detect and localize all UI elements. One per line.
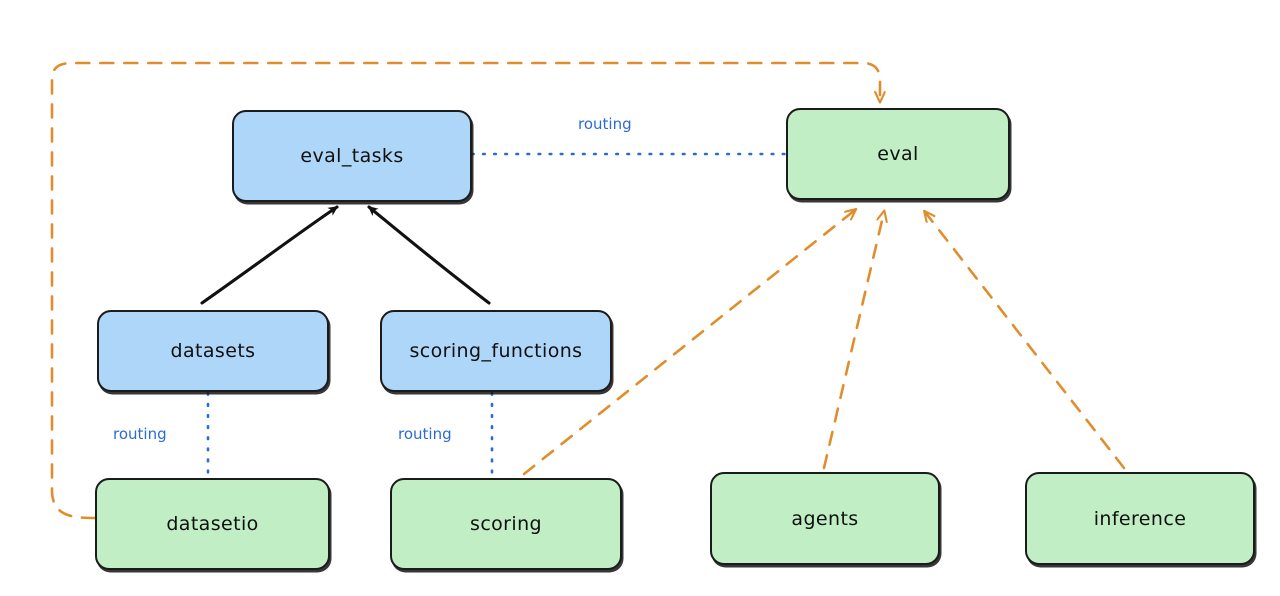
node-label-agents: agents xyxy=(791,507,859,530)
node-label-datasetio: datasetio xyxy=(166,513,259,535)
edge-label-routing-eval-tasks: routing xyxy=(578,115,632,133)
edge-inference-eval xyxy=(925,212,1126,470)
edge-scoring-functions-eval-tasks xyxy=(367,205,491,305)
node-label-scoring-functions: scoring_functions xyxy=(409,340,583,362)
node-label-scoring: scoring xyxy=(470,513,542,535)
node-datasets[interactable]: datasets xyxy=(97,310,329,392)
edge-datasets-eval-tasks xyxy=(200,205,339,305)
node-label-datasets: datasets xyxy=(170,340,256,362)
node-inference[interactable]: inference xyxy=(1025,472,1255,565)
edge-label-routing-datasets: routing xyxy=(113,425,167,443)
node-label-inference: inference xyxy=(1093,507,1187,530)
node-scoring-functions[interactable]: scoring_functions xyxy=(380,310,612,392)
edge-label-routing-scoring-functions: routing xyxy=(398,425,452,443)
node-datasetio[interactable]: datasetio xyxy=(95,478,330,570)
edge-agents-eval xyxy=(822,212,884,470)
node-label-eval-tasks: eval_tasks xyxy=(300,145,404,167)
node-agents[interactable]: agents xyxy=(710,472,940,565)
node-label-eval: eval xyxy=(877,143,919,165)
edge-datasetio-eval xyxy=(50,61,880,520)
node-eval[interactable]: eval xyxy=(786,108,1010,200)
node-scoring[interactable]: scoring xyxy=(390,478,622,570)
node-eval-tasks[interactable]: eval_tasks xyxy=(232,110,472,202)
